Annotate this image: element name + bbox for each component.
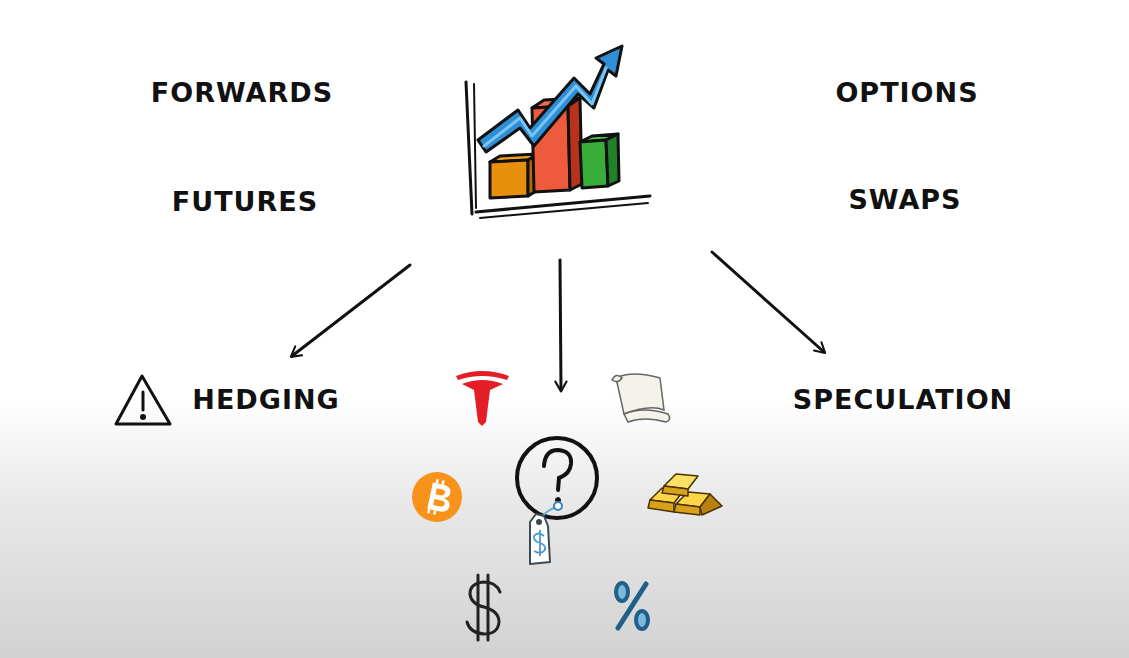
dollar-icon bbox=[467, 575, 500, 640]
term-label: OPTIONS bbox=[835, 77, 978, 108]
percent-icon bbox=[616, 583, 648, 629]
term-label: HEDGING bbox=[192, 384, 339, 415]
scroll-icon bbox=[612, 374, 670, 422]
term-label: SPECULATION bbox=[793, 384, 1013, 415]
gold-bars bbox=[648, 474, 722, 515]
term-label: FUTURES bbox=[172, 186, 318, 217]
term-label: SWAPS bbox=[848, 184, 961, 215]
term-label: FORWARDS bbox=[151, 77, 333, 108]
tesla-logo bbox=[456, 371, 509, 426]
arrow-lines bbox=[292, 252, 824, 390]
warning-icon bbox=[116, 376, 170, 424]
price-tag bbox=[530, 514, 550, 564]
bitcoin-icon bbox=[412, 472, 462, 522]
chart-icon bbox=[466, 46, 650, 218]
question-icon bbox=[517, 438, 597, 518]
